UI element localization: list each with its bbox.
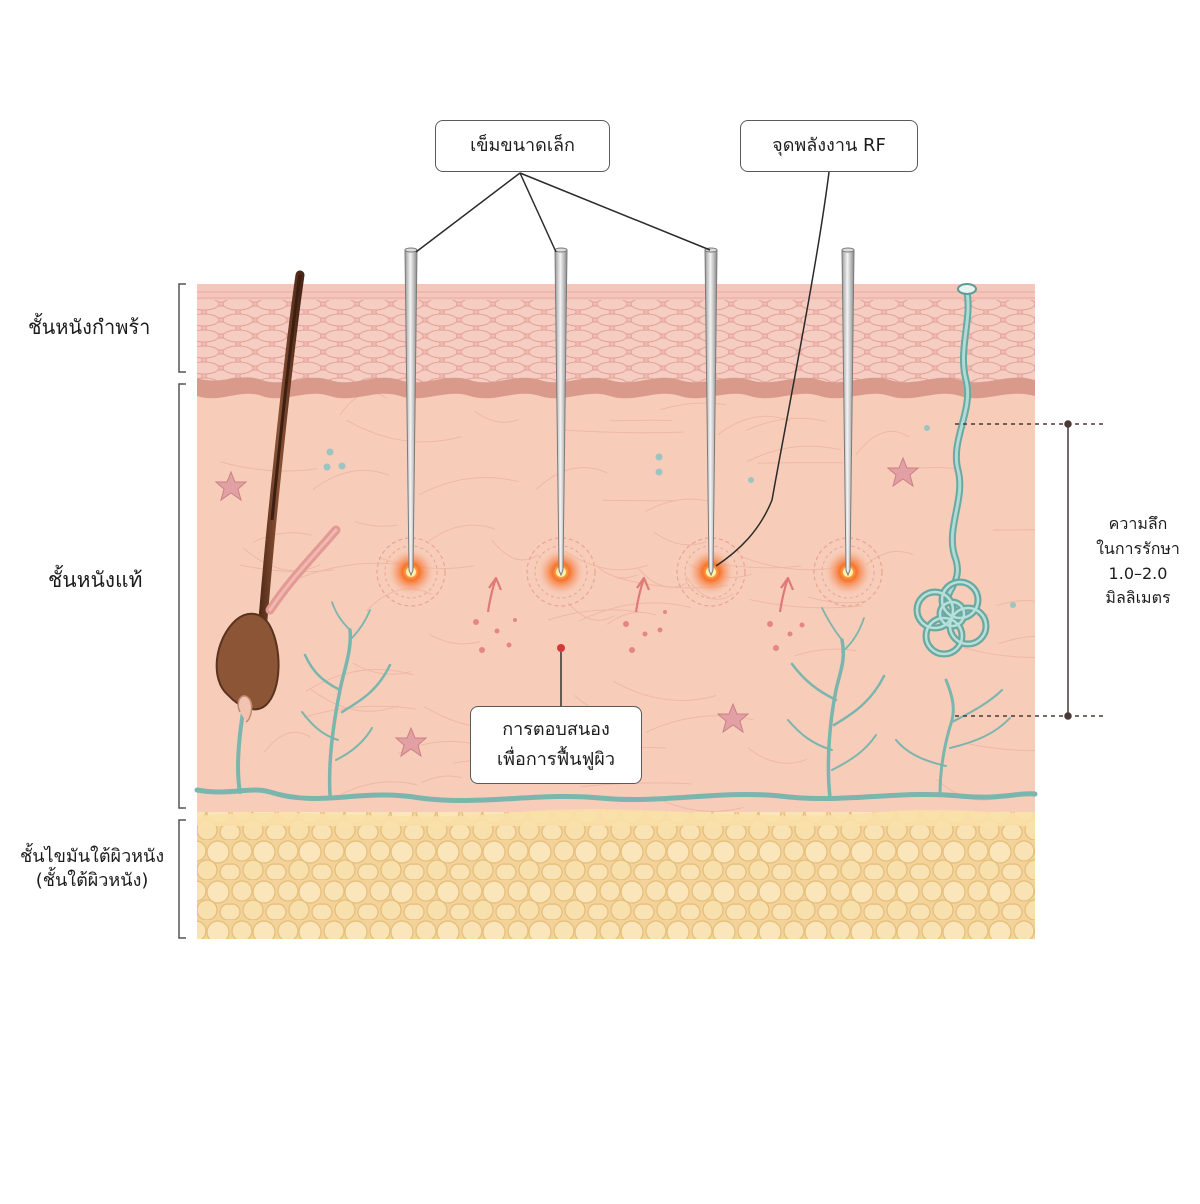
- layer-brackets: [179, 284, 186, 938]
- depth-line2: ในการรักษา: [1082, 537, 1194, 562]
- depth-line3: 1.0–2.0: [1082, 562, 1194, 587]
- needle-head: [405, 248, 417, 252]
- epidermis-label: ชั้นหนังกำพร้า: [28, 314, 150, 341]
- microneedle-leader-lines: [416, 173, 710, 252]
- response-line2: เพื่อการฟื้นฟูผิว: [471, 745, 641, 775]
- subcutis-label-line2: (ชั้นใต้ผิวหนัง): [20, 869, 164, 893]
- rf-point-callout: จุดพลังงาน RF: [740, 120, 918, 172]
- depth-line1: ความลึก: [1082, 512, 1194, 537]
- collagen-fibre: [610, 420, 672, 421]
- subcutis-label-line1: ชั้นไขมันใต้ผิวหนัง: [20, 845, 164, 869]
- subcutis-label: ชั้นไขมันใต้ผิวหนัง (ชั้นใต้ผิวหนัง): [20, 845, 164, 894]
- fat-layer: [197, 812, 1035, 939]
- depth-line4: มิลลิเมตร: [1082, 586, 1194, 611]
- microneedle-callout: เข็มขนาดเล็ก: [435, 120, 610, 172]
- collagen-fibre: [758, 463, 843, 464]
- response-callout: การตอบสนอง เพื่อการฟื้นฟูผิว: [470, 706, 642, 784]
- dermis-label: ชั้นหนังแท้: [48, 566, 142, 594]
- depth-label: ความลึก ในการรักษา 1.0–2.0 มิลลิเมตร: [1082, 512, 1194, 611]
- response-line1: การตอบสนอง: [471, 715, 641, 745]
- needle-head: [555, 248, 567, 252]
- needle-head: [842, 248, 854, 252]
